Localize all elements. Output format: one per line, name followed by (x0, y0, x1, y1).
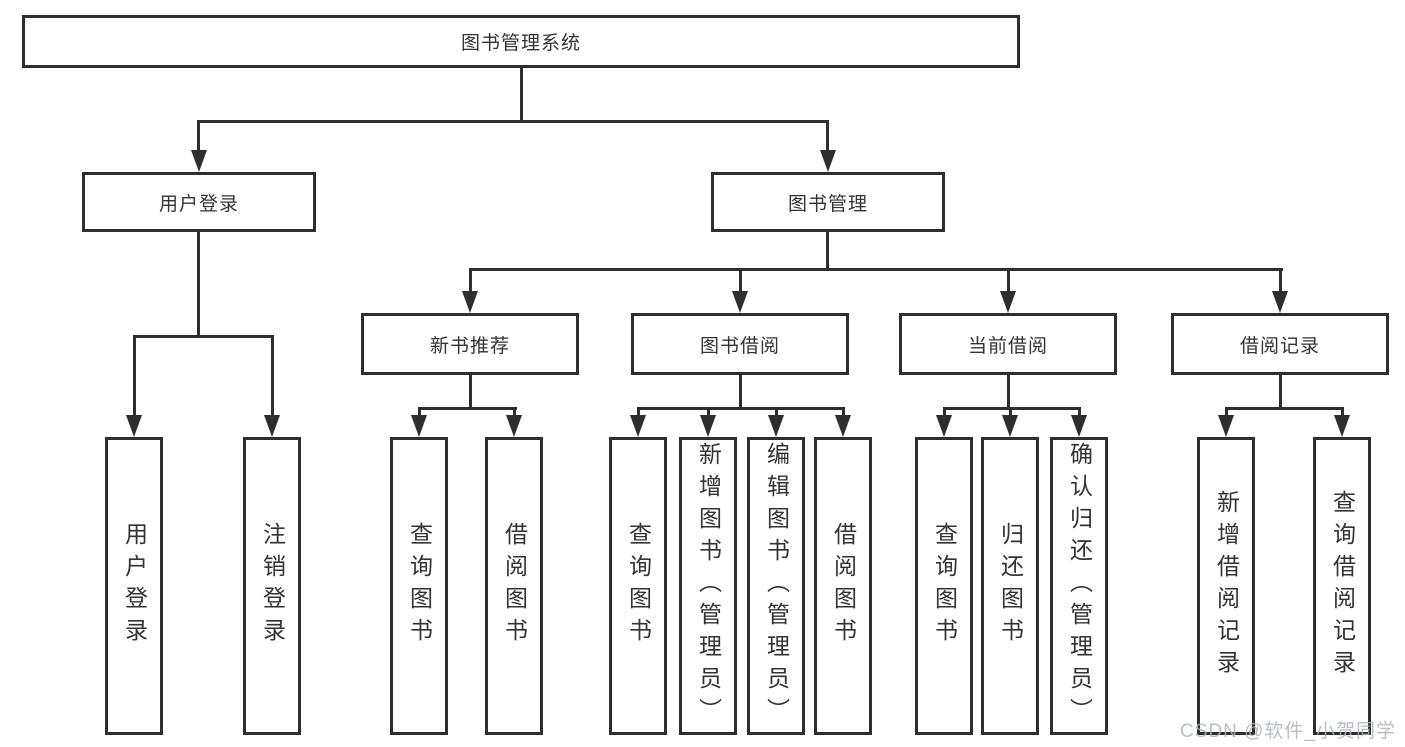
node-user-login: 用户登录 (82, 172, 316, 232)
node-root: 图书管理系统 (22, 15, 1020, 68)
node-book-management-label: 图书管理 (787, 193, 868, 215)
connector-line (1341, 407, 1344, 417)
leaf-return-book: 归还图书 (981, 437, 1039, 735)
node-new-book-recommend-label: 新书推荐 (429, 335, 510, 357)
arrowhead-icon (506, 415, 522, 437)
csdn-watermark: CSDN @软件_小贺同学 (1180, 721, 1396, 742)
node-borrow-record: 借阅记录 (1171, 313, 1389, 375)
connector-line (739, 268, 742, 293)
connector-line (469, 375, 472, 407)
connector-line (513, 407, 516, 417)
leaf-add-borrow-record-label: 新增借阅记录 (1213, 490, 1240, 682)
connector-line (1225, 407, 1344, 410)
arrowhead-icon (768, 415, 784, 437)
node-book-borrow-label: 图书借阅 (699, 335, 780, 357)
connector-line (520, 68, 523, 120)
leaf-confirm-return-admin-label: 确认归还（管理员） (1066, 442, 1093, 730)
leaf-confirm-return-admin: 确认归还（管理员） (1050, 437, 1108, 735)
leaf-logout: 注销登录 (243, 437, 301, 735)
connector-line (826, 232, 829, 268)
node-new-book-recommend: 新书推荐 (361, 313, 579, 375)
leaf-add-book-admin: 新增图书（管理员） (679, 437, 737, 735)
connector-line (943, 407, 1081, 410)
leaf-borrow-book-1-label: 借阅图书 (501, 522, 528, 650)
connector-line (271, 335, 274, 417)
node-book-borrow: 图书借阅 (631, 313, 849, 375)
node-current-borrow-label: 当前借阅 (967, 335, 1048, 357)
leaf-user-login: 用户登录 (105, 437, 163, 735)
leaf-query-book-2-label: 查询图书 (625, 522, 652, 650)
connector-line (133, 335, 136, 417)
leaf-add-book-admin-label: 新增图书（管理员） (695, 442, 722, 730)
leaf-borrow-book-2: 借阅图书 (814, 437, 872, 735)
leaf-edit-book-admin: 编辑图书（管理员） (747, 437, 805, 735)
node-borrow-record-label: 借阅记录 (1239, 335, 1320, 357)
connector-line (707, 407, 710, 417)
leaf-query-book-3: 查询图书 (915, 437, 973, 735)
connector-line (197, 120, 200, 152)
arrowhead-icon (264, 415, 280, 437)
node-book-management: 图书管理 (711, 172, 945, 232)
connector-line (1078, 407, 1081, 417)
connector-line (1007, 375, 1010, 407)
connector-line (133, 335, 274, 338)
connector-line (775, 407, 778, 417)
connector-line (842, 407, 845, 417)
connector-line (739, 375, 742, 407)
connector-line (1279, 268, 1282, 293)
leaf-user-login-label: 用户登录 (121, 522, 148, 650)
leaf-query-borrow-record: 查询借阅记录 (1313, 437, 1371, 735)
leaf-query-book-1-label: 查询图书 (406, 522, 433, 650)
connector-line (1279, 375, 1282, 407)
connector-line (197, 120, 829, 123)
node-current-borrow: 当前借阅 (899, 313, 1117, 375)
connector-line (469, 268, 472, 293)
arrowhead-icon (630, 415, 646, 437)
leaf-query-book-2: 查询图书 (609, 437, 667, 735)
connector-line (469, 268, 1283, 271)
leaf-logout-label: 注销登录 (259, 522, 286, 650)
arrowhead-icon (936, 415, 952, 437)
node-user-login-label: 用户登录 (158, 193, 239, 215)
arrowhead-icon (835, 415, 851, 437)
arrowhead-icon (1071, 415, 1087, 437)
connector-line (637, 407, 640, 417)
leaf-add-borrow-record: 新增借阅记录 (1197, 437, 1255, 735)
arrowhead-icon (732, 291, 748, 313)
leaf-edit-book-admin-label: 编辑图书（管理员） (763, 442, 790, 730)
arrowhead-icon (820, 150, 836, 172)
arrowhead-icon (1002, 415, 1018, 437)
connector-line (418, 407, 517, 410)
connector-line (197, 232, 200, 335)
arrowhead-icon (1218, 415, 1234, 437)
leaf-borrow-book-1: 借阅图书 (485, 437, 543, 735)
connector-line (418, 407, 421, 417)
arrowhead-icon (1334, 415, 1350, 437)
leaf-query-book-3-label: 查询图书 (931, 522, 958, 650)
node-root-label: 图书管理系统 (460, 33, 581, 54)
leaf-query-book-1: 查询图书 (390, 437, 448, 735)
connector-line (826, 120, 829, 152)
arrowhead-icon (1000, 291, 1016, 313)
arrowhead-icon (462, 291, 478, 313)
connector-line (1009, 407, 1012, 417)
arrowhead-icon (411, 415, 427, 437)
arrowhead-icon (191, 150, 207, 172)
arrowhead-icon (700, 415, 716, 437)
connector-line (637, 407, 845, 410)
connector-line (943, 407, 946, 417)
connector-line (1007, 268, 1010, 293)
leaf-borrow-book-2-label: 借阅图书 (830, 522, 857, 650)
arrowhead-icon (126, 415, 142, 437)
arrowhead-icon (1272, 291, 1288, 313)
leaf-query-borrow-record-label: 查询借阅记录 (1329, 490, 1356, 682)
leaf-return-book-label: 归还图书 (997, 522, 1024, 650)
connector-line (1225, 407, 1228, 417)
